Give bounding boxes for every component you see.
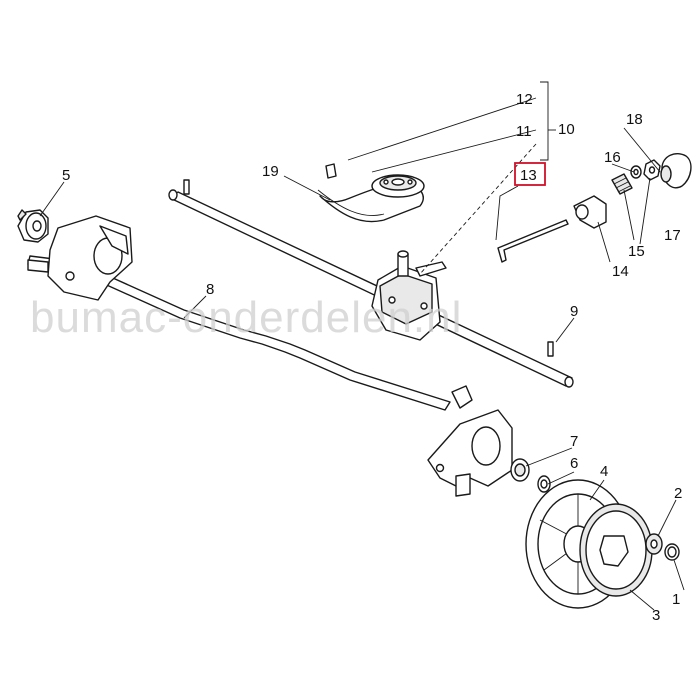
part-label-6: 6 [570,455,578,472]
part-label-17: 17 [664,227,681,244]
right-wheel-bracket [427,385,513,497]
part-label-7: 7 [570,433,578,450]
part-13-lever-rod [497,219,569,263]
part-2-pinion [645,533,663,555]
part-label-15: 15 [628,243,645,260]
part-label-14: 14 [612,263,629,280]
part-5-drive-pinion [17,209,49,243]
part-11-pulley [371,174,425,198]
part-9-roll-pin [547,341,554,357]
leader-lines [39,81,685,611]
part-label-3: 3 [652,607,660,624]
gearbox-housing [371,250,447,341]
part-14-lever-bracket [573,195,607,229]
part-1-circlip [664,543,680,561]
part-label-13: 13 [520,167,537,184]
part-12-key [325,163,337,179]
part-label-4: 4 [600,463,608,480]
part-label-8: 8 [206,281,214,298]
roll-pin-left [183,179,190,195]
height-adjust-rod [27,255,451,411]
part-7-bearing [510,458,530,482]
part-label-11: 11 [516,123,532,140]
part-15-spring [611,173,633,195]
left-wheel-bracket [27,215,133,301]
part-label-2: 2 [674,485,682,502]
part-16-washer [630,165,642,179]
part-3-drive-gear [579,503,653,597]
part-18-knob [660,152,692,189]
part-label-10: 10 [558,121,575,138]
part-label-16: 16 [604,149,621,166]
part-6-washer [537,475,551,493]
part-17-nut [643,159,661,181]
highlight-box-13 [514,162,546,186]
part-label-12: 12 [516,91,533,108]
part-label-5: 5 [62,167,70,184]
part-label-18: 18 [626,111,643,128]
part-label-1: 1 [672,591,680,608]
part-label-19: 19 [262,163,279,180]
watermark-text: bumac-onderdelen.nl [30,293,462,342]
part-label-9: 9 [570,303,578,320]
part-labels: 1 2 3 4 5 6 7 8 9 10 11 12 13 14 15 16 1… [62,91,682,624]
